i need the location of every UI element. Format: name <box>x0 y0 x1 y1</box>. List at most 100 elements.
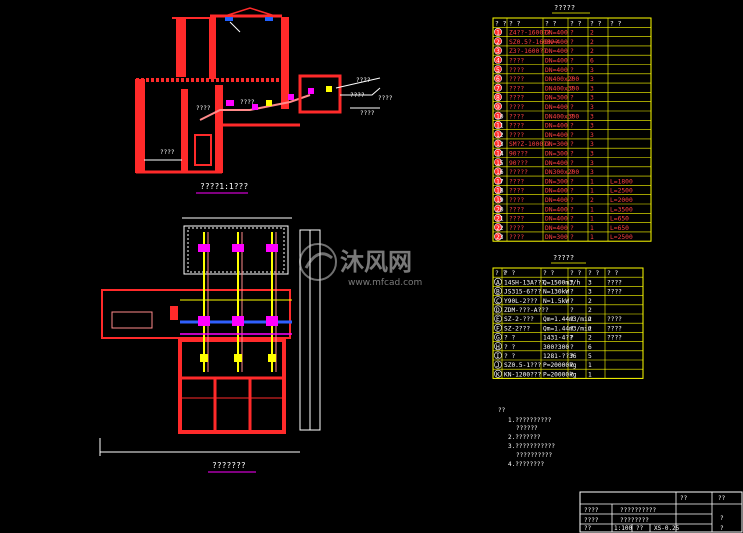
title-block-cell: ???? <box>584 517 599 524</box>
table-cell: KN-1200??? <box>504 371 542 378</box>
row-marker-icon <box>494 55 502 64</box>
table-header-cell: ? ? <box>495 20 507 27</box>
table-cell: DN=400 <box>545 58 568 65</box>
row-marker-icon <box>494 176 502 185</box>
title-block-cell: ?? <box>584 525 592 532</box>
row-marker-icon <box>494 158 502 167</box>
table-cell: JS315-6??? <box>504 289 542 296</box>
valve-chamber <box>298 74 342 114</box>
table-cell: DN=400 <box>545 188 568 195</box>
row-marker-icon <box>494 333 502 341</box>
table-cell: ? ? <box>504 344 515 351</box>
row-marker-icon <box>494 93 502 102</box>
title-block-cell: ???????? <box>620 517 649 524</box>
row-marker-icon <box>494 186 502 195</box>
table-cell: ? <box>570 344 574 351</box>
plan-caption: ??????? <box>212 461 246 470</box>
elevation-label: ???? <box>356 77 371 84</box>
table-cell: 2 <box>588 298 592 305</box>
note-line: ?????????? <box>516 452 553 459</box>
table-cell: ????? <box>509 169 528 176</box>
table-cell: Qm=1.44m3/min <box>543 325 592 332</box>
table-cell: DN=400 <box>545 123 568 130</box>
table-cell: L=2000 <box>610 197 633 204</box>
table-cell: 10 <box>496 113 504 120</box>
table-cell: 3 <box>590 67 594 74</box>
row-marker-icon <box>494 83 502 92</box>
table-cell: ? <box>570 48 574 55</box>
table-cell: 1281-??36 <box>543 353 577 360</box>
table-cell: ? <box>570 298 574 305</box>
table-cell: 3 <box>590 113 594 120</box>
notes-block: ?? 1.?????????? ?????? 2.??????? 3.?????… <box>498 407 555 468</box>
table-cell: ???? <box>509 104 524 111</box>
section-fittings <box>225 17 332 110</box>
row-marker-icon <box>494 277 502 286</box>
table-cell: 2 <box>590 30 594 37</box>
table-cell: ???? <box>509 197 524 204</box>
table-cell: ???? <box>509 76 524 83</box>
table-cell: 1 <box>588 371 592 378</box>
table-cell: ???? <box>509 178 524 185</box>
row-marker-icon <box>494 287 502 295</box>
elevation-label: ???? <box>360 110 375 117</box>
table-cell: DN=400 <box>545 132 568 139</box>
table-cell: ? <box>570 216 574 223</box>
table-cell: 6 <box>590 58 594 65</box>
table-cell: 20 <box>496 206 504 213</box>
table-cell: 23 <box>496 234 504 241</box>
table-cell: 3 <box>590 85 594 92</box>
table-cell: ? <box>570 132 574 139</box>
table-cell: 1 <box>590 225 594 232</box>
elevation-label: ???? <box>240 99 255 106</box>
table-cell: Qm=1.44m3/min <box>543 316 592 323</box>
row-marker-icon <box>494 37 502 46</box>
row-marker-icon <box>494 148 502 157</box>
table-cell: 3 <box>590 169 594 176</box>
table-cell: 15 <box>496 160 504 167</box>
pump-room-plan <box>99 217 321 456</box>
table-cell: ZDM-???-A??? <box>504 307 549 314</box>
row-marker-icon <box>494 314 502 323</box>
table-cell: DN=400 <box>545 39 568 46</box>
table-cell: DN=400 <box>545 67 568 74</box>
table-header-cell: ? ? <box>607 270 618 277</box>
table-cell: ? <box>570 279 574 286</box>
table-cell: ? <box>570 141 574 148</box>
elevation-label: ???? <box>196 105 211 112</box>
table-cell: 1 <box>590 178 594 185</box>
table-cell: L=1800 <box>610 178 633 185</box>
wet-well-wall <box>135 79 145 173</box>
table-cell: G <box>496 335 500 342</box>
table-cell: 6 <box>588 344 592 351</box>
table-cell: ? <box>570 95 574 102</box>
title-block-cell: ?? <box>636 525 644 532</box>
table-cell: 2 <box>588 325 592 332</box>
table-cell: ???? <box>509 67 524 74</box>
table-cell: ? <box>570 76 574 83</box>
elevation-label: ???? <box>160 149 175 156</box>
table-cell: 13 <box>496 141 504 148</box>
table-header-cell: ? ? <box>590 20 602 27</box>
table-cell: 90??? <box>509 151 528 158</box>
table-cell: 1 <box>590 188 594 195</box>
intake-column-wall <box>176 17 186 77</box>
table-cell: A <box>496 279 500 286</box>
section-caption: ????1:1??? <box>200 182 248 191</box>
table-header-cell: ? ? <box>610 20 622 27</box>
table-cell: DN=300 <box>545 234 568 241</box>
note-line: ?????? <box>516 425 538 432</box>
table-cell: DN=400 <box>545 104 568 111</box>
table-cell: ???? <box>607 335 622 342</box>
table-cell: Q=1500m3/h <box>543 279 581 286</box>
table-cell: ???? <box>509 225 524 232</box>
row-marker-icon <box>494 204 502 213</box>
table-cell: 1 <box>496 30 500 37</box>
table-cell: ? <box>570 225 574 232</box>
row-marker-icon <box>494 130 502 139</box>
table-cell: P=20000kg <box>543 371 577 378</box>
table-cell: 17 <box>496 178 504 185</box>
table-cell: 2 <box>590 197 594 204</box>
